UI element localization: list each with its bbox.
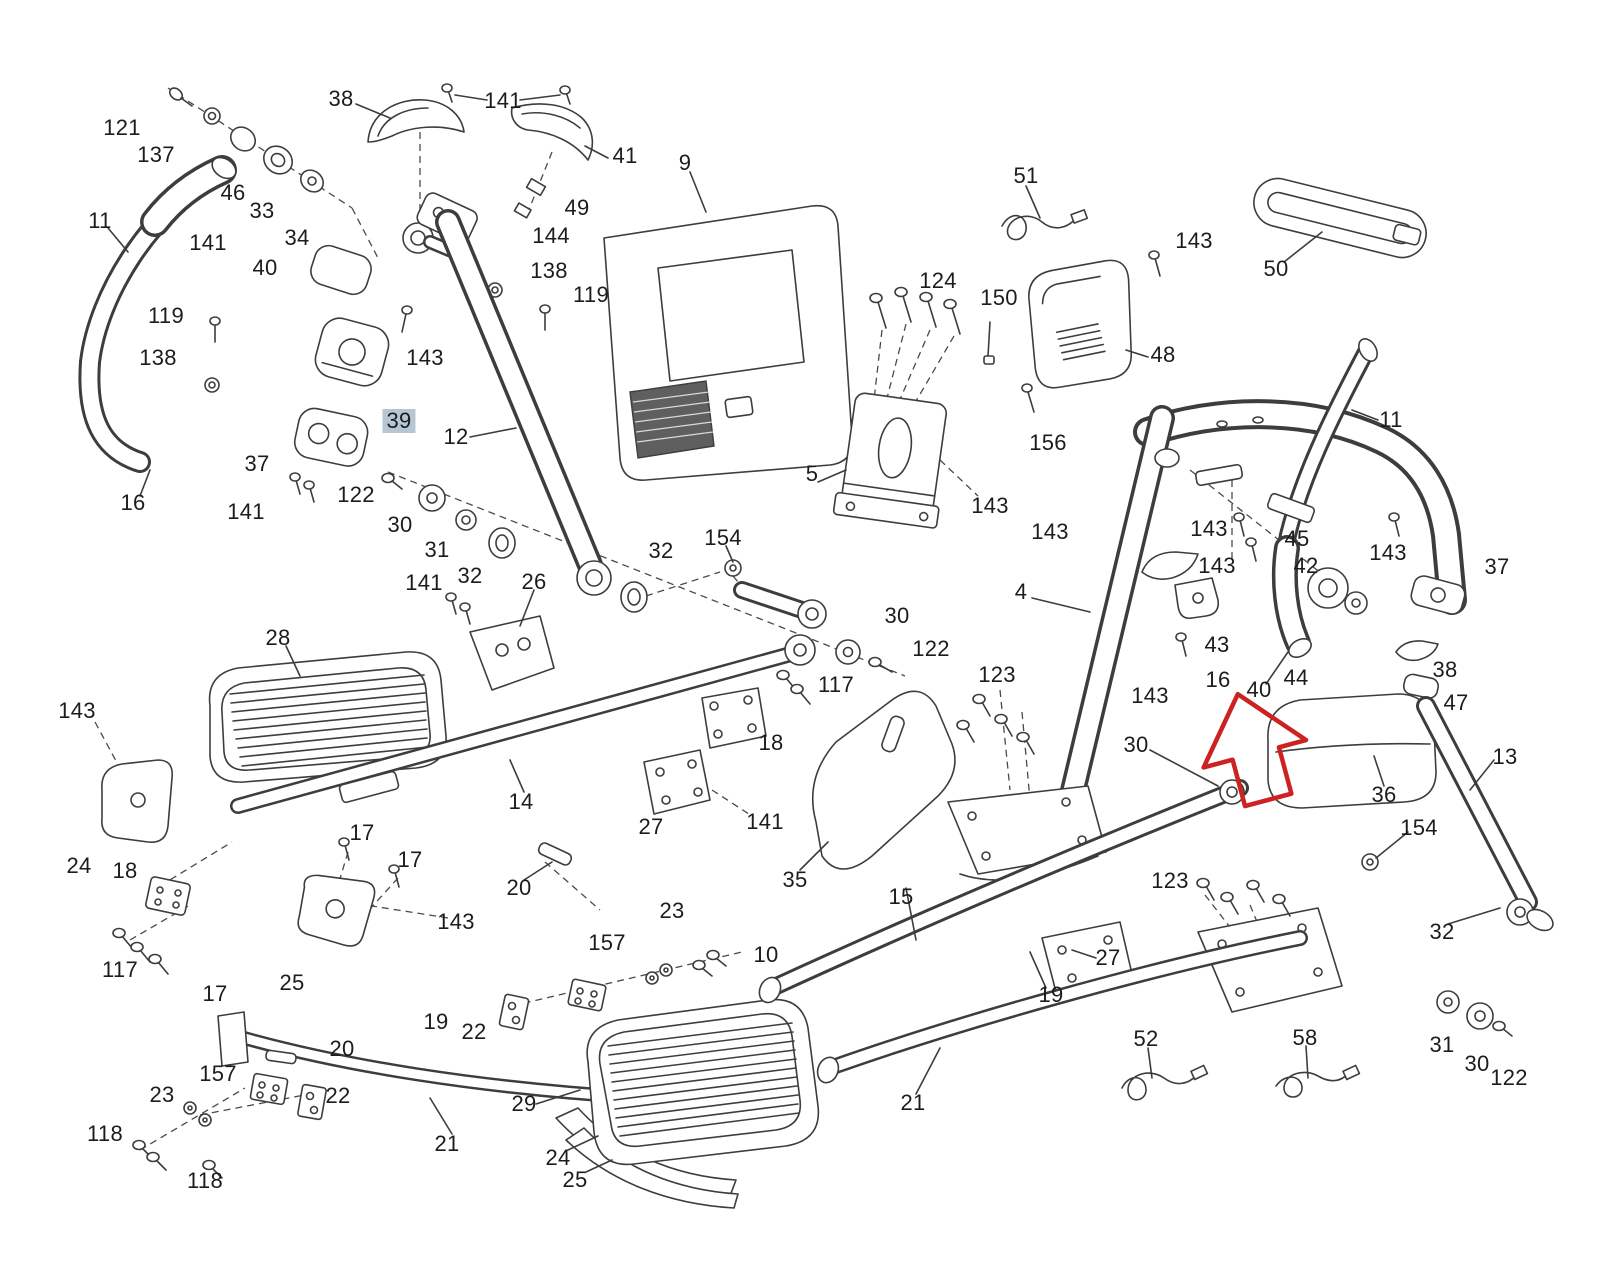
bracket-26-sketch — [445, 592, 555, 691]
label-leader-lines — [107, 94, 1501, 1173]
middle-hardware-sketch — [498, 949, 727, 1031]
bottom-left-rail-sketch — [132, 1011, 649, 1179]
shroud-36-sketch — [1267, 693, 1554, 932]
left-rail-sketch — [230, 634, 816, 814]
wire-51-sketch — [1001, 209, 1089, 241]
highlight-arrow — [1201, 691, 1309, 809]
handlebar-covers-sketch — [367, 83, 594, 219]
pivot-cover-35-sketch — [811, 690, 956, 870]
strap-50-sketch — [1253, 177, 1427, 259]
fastener-stack-sketch — [168, 87, 325, 193]
center-pedal-sketch — [555, 998, 820, 1209]
center-plates-sketch — [643, 669, 811, 817]
left-pedal-sketch — [208, 651, 447, 783]
right-frame-sketch — [1059, 338, 1467, 808]
console-mast-sketch — [416, 192, 612, 596]
axle-hardware-sketch — [381, 472, 893, 673]
right-rails-sketch — [758, 779, 1308, 1084]
foot-plates-sketch — [947, 693, 1343, 1013]
right-pivot-parts-sketch — [1141, 492, 1466, 699]
clamp-stack-sketch — [204, 222, 551, 503]
console-sketch — [603, 204, 853, 481]
bracket-25-sketch — [297, 837, 573, 947]
console-bracket-sketch — [832, 286, 995, 529]
bottom-right-hardware-sketch — [1121, 990, 1513, 1101]
shroud-48-sketch — [1028, 259, 1132, 389]
left-end-parts-sketch — [101, 759, 191, 975]
left-handlebar-sketch — [78, 155, 237, 473]
